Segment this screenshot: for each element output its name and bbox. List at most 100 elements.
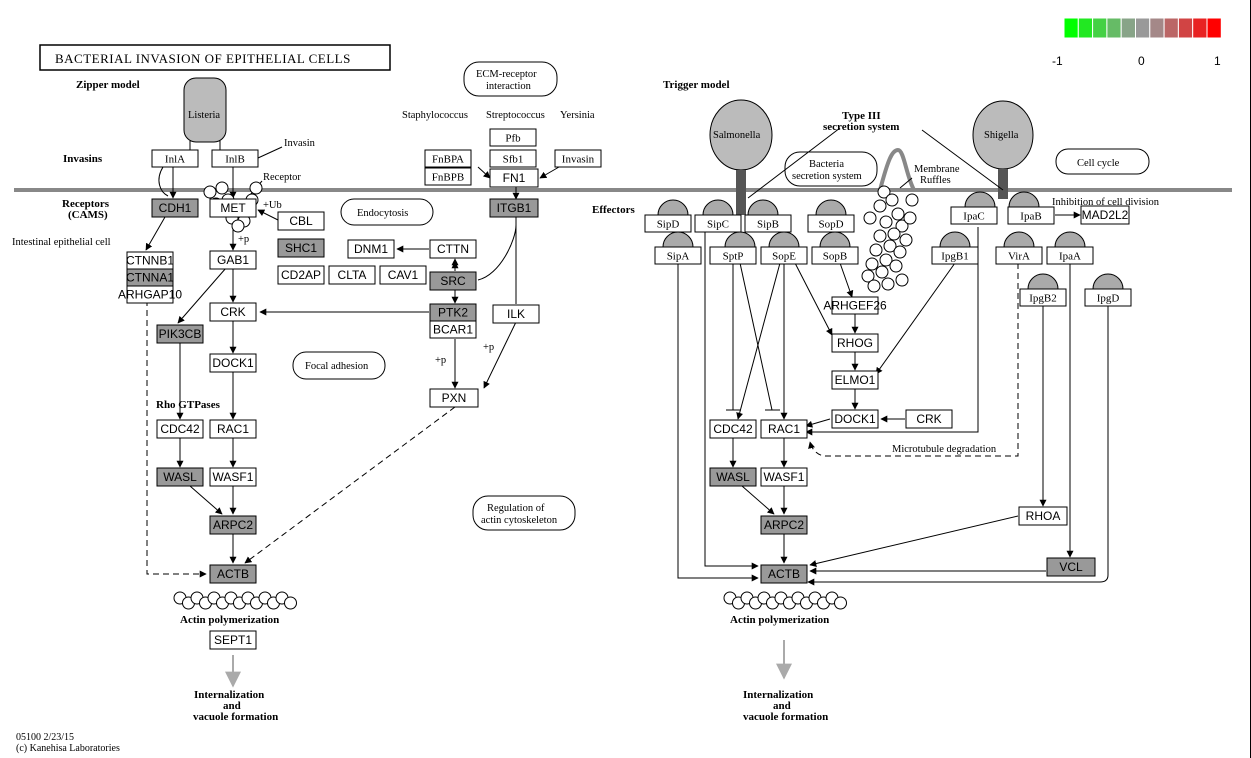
node-cttn[interactable]: CTTN	[429, 239, 477, 259]
svg-text:ECM-receptor: ECM-receptor	[476, 69, 537, 80]
pathway-link-regulation[interactable]: Regulation of actin cytoskeleton	[472, 495, 576, 531]
node-label: CD2AP	[281, 268, 321, 282]
node-sfb1[interactable]: Sfb1	[489, 149, 537, 168]
node-ipab[interactable]: IpaB	[1007, 206, 1055, 225]
node-arpc2-l[interactable]: ARPC2	[209, 515, 257, 535]
pathogen-streptococcus: Streptococcus	[486, 110, 545, 121]
node-ipac[interactable]: IpaC	[950, 206, 998, 225]
node-ctnnb1[interactable]: CTNNB1	[126, 251, 174, 270]
salmonella-label: Salmonella	[713, 130, 761, 141]
node-fnbpa[interactable]: FnBPA	[424, 149, 472, 168]
node-pfb[interactable]: Pfb	[489, 128, 537, 147]
svg-text:Focal adhesion: Focal adhesion	[305, 361, 369, 372]
node-sipc[interactable]: SipC	[694, 214, 742, 233]
node-cdh1[interactable]: CDH1	[151, 198, 199, 218]
node-label: CAV1	[388, 268, 419, 282]
ruffles-annotation: Ruffles	[920, 175, 951, 186]
node-wasl-l[interactable]: WASL	[156, 467, 204, 487]
node-sipa[interactable]: SipA	[654, 246, 702, 265]
node-rhog[interactable]: RHOG	[831, 333, 879, 353]
node-label: CRK	[916, 412, 941, 426]
node-label: Sfb1	[503, 154, 524, 166]
node-arhgef26[interactable]: ARHGEF26	[823, 296, 887, 315]
node-sope[interactable]: SopE	[760, 246, 808, 265]
receptor-annotation: Receptor	[263, 172, 301, 183]
node-sptp[interactable]: SptP	[709, 246, 757, 265]
pathway-link-cell-cycle[interactable]: Cell cycle	[1055, 148, 1150, 175]
node-sipb[interactable]: SipB	[744, 214, 792, 233]
pathway-link-ecm[interactable]: ECM-receptor interaction	[463, 61, 558, 97]
node-dock1-l[interactable]: DOCK1	[209, 353, 257, 373]
node-label: SopD	[818, 219, 843, 231]
node-inla[interactable]: InlA	[151, 149, 199, 168]
node-label: VCL	[1059, 560, 1083, 574]
cams-label: (CAMS)	[68, 209, 108, 221]
node-wasl-r[interactable]: WASL	[709, 467, 757, 487]
node-arhgap10[interactable]: ARHGAP10	[118, 285, 182, 304]
node-label: MET	[220, 201, 246, 215]
node-vcl[interactable]: VCL	[1046, 557, 1096, 577]
node-sipd[interactable]: SipD	[644, 214, 692, 233]
effector-cap	[815, 199, 847, 216]
node-cav1[interactable]: CAV1	[379, 265, 427, 285]
node-rac1-r[interactable]: RAC1	[760, 419, 808, 439]
pathway-link-endocytosis[interactable]: Endocytosis	[340, 198, 434, 226]
node-dock1-r[interactable]: DOCK1	[831, 409, 879, 429]
node-fn1[interactable]: FN1	[489, 168, 539, 188]
node-src[interactable]: SRC	[429, 271, 477, 291]
node-ipaa[interactable]: IpaA	[1046, 246, 1094, 265]
node-wasf1-r[interactable]: WASF1	[760, 467, 808, 487]
node-sopb[interactable]: SopB	[811, 246, 859, 265]
node-ctnna1[interactable]: CTNNA1	[126, 268, 174, 287]
node-ptk2[interactable]: PTK2	[429, 303, 477, 322]
effector-cap	[819, 231, 851, 248]
node-ipgb2[interactable]: IpgB2	[1019, 288, 1067, 307]
node-ilk[interactable]: ILK	[492, 304, 540, 324]
node-dnm1[interactable]: DNM1	[347, 239, 395, 259]
node-label: RAC1	[217, 422, 249, 436]
node-sept1[interactable]: SEPT1	[209, 630, 257, 650]
node-ipgb1[interactable]: IpgB1	[931, 246, 979, 265]
node-gab1[interactable]: GAB1	[209, 250, 257, 270]
node-clta[interactable]: CLTA	[328, 265, 376, 285]
node-actb-l[interactable]: ACTB	[209, 564, 257, 584]
node-cdc42-r[interactable]: CDC42	[709, 419, 757, 439]
node-label: SRC	[440, 274, 466, 288]
node-met[interactable]: MET	[209, 198, 257, 218]
node-pxn[interactable]: PXN	[429, 388, 479, 408]
node-label: SEPT1	[214, 633, 252, 647]
node-itgb1[interactable]: ITGB1	[489, 198, 539, 218]
node-rhoa[interactable]: RHOA	[1018, 506, 1068, 526]
node-cdc42-l[interactable]: CDC42	[156, 419, 204, 439]
node-bcar1[interactable]: BCAR1	[429, 320, 477, 339]
node-invasin-y[interactable]: Invasin	[554, 149, 602, 168]
node-sopd-top[interactable]: SopD	[807, 214, 855, 233]
node-crk-r[interactable]: CRK	[905, 409, 953, 429]
legend-swatch	[1206, 17, 1222, 39]
pathogen-yersinia: Yersinia	[560, 110, 595, 121]
node-rac1-l[interactable]: RAC1	[209, 419, 257, 439]
node-cd2ap[interactable]: CD2AP	[277, 265, 325, 285]
node-mad2l2[interactable]: MAD2L2	[1080, 205, 1130, 225]
node-shc1[interactable]: SHC1	[277, 238, 325, 258]
pathway-link-focal-adhesion[interactable]: Focal adhesion	[292, 351, 386, 380]
effector-cap	[939, 231, 971, 248]
node-inlb[interactable]: InlB	[211, 149, 259, 168]
node-arpc2-r[interactable]: ARPC2	[760, 515, 808, 535]
node-pik3cb[interactable]: PIK3CB	[156, 324, 204, 344]
node-fnbpb[interactable]: FnBPB	[424, 167, 472, 186]
node-actb-r[interactable]: ACTB	[760, 564, 808, 584]
node-elmo1[interactable]: ELMO1	[831, 370, 879, 390]
node-label: ARPC2	[213, 518, 253, 532]
node-label: SopB	[823, 251, 847, 263]
node-ipgd[interactable]: IpgD	[1084, 288, 1132, 307]
legend-swatch	[1135, 17, 1151, 39]
listeria-bacterium[interactable]	[183, 77, 227, 143]
pathway-link-bacteria-secretion[interactable]: Bacteria secretion system	[784, 151, 878, 187]
svg-text:Cell cycle: Cell cycle	[1077, 158, 1120, 169]
actin-polymerization-left: Actin polymerization	[180, 614, 279, 626]
node-vira[interactable]: VirA	[995, 246, 1043, 265]
node-crk-l[interactable]: CRK	[209, 302, 257, 322]
node-wasf1-l[interactable]: WASF1	[209, 467, 257, 487]
node-cbl[interactable]: CBL	[277, 211, 325, 231]
